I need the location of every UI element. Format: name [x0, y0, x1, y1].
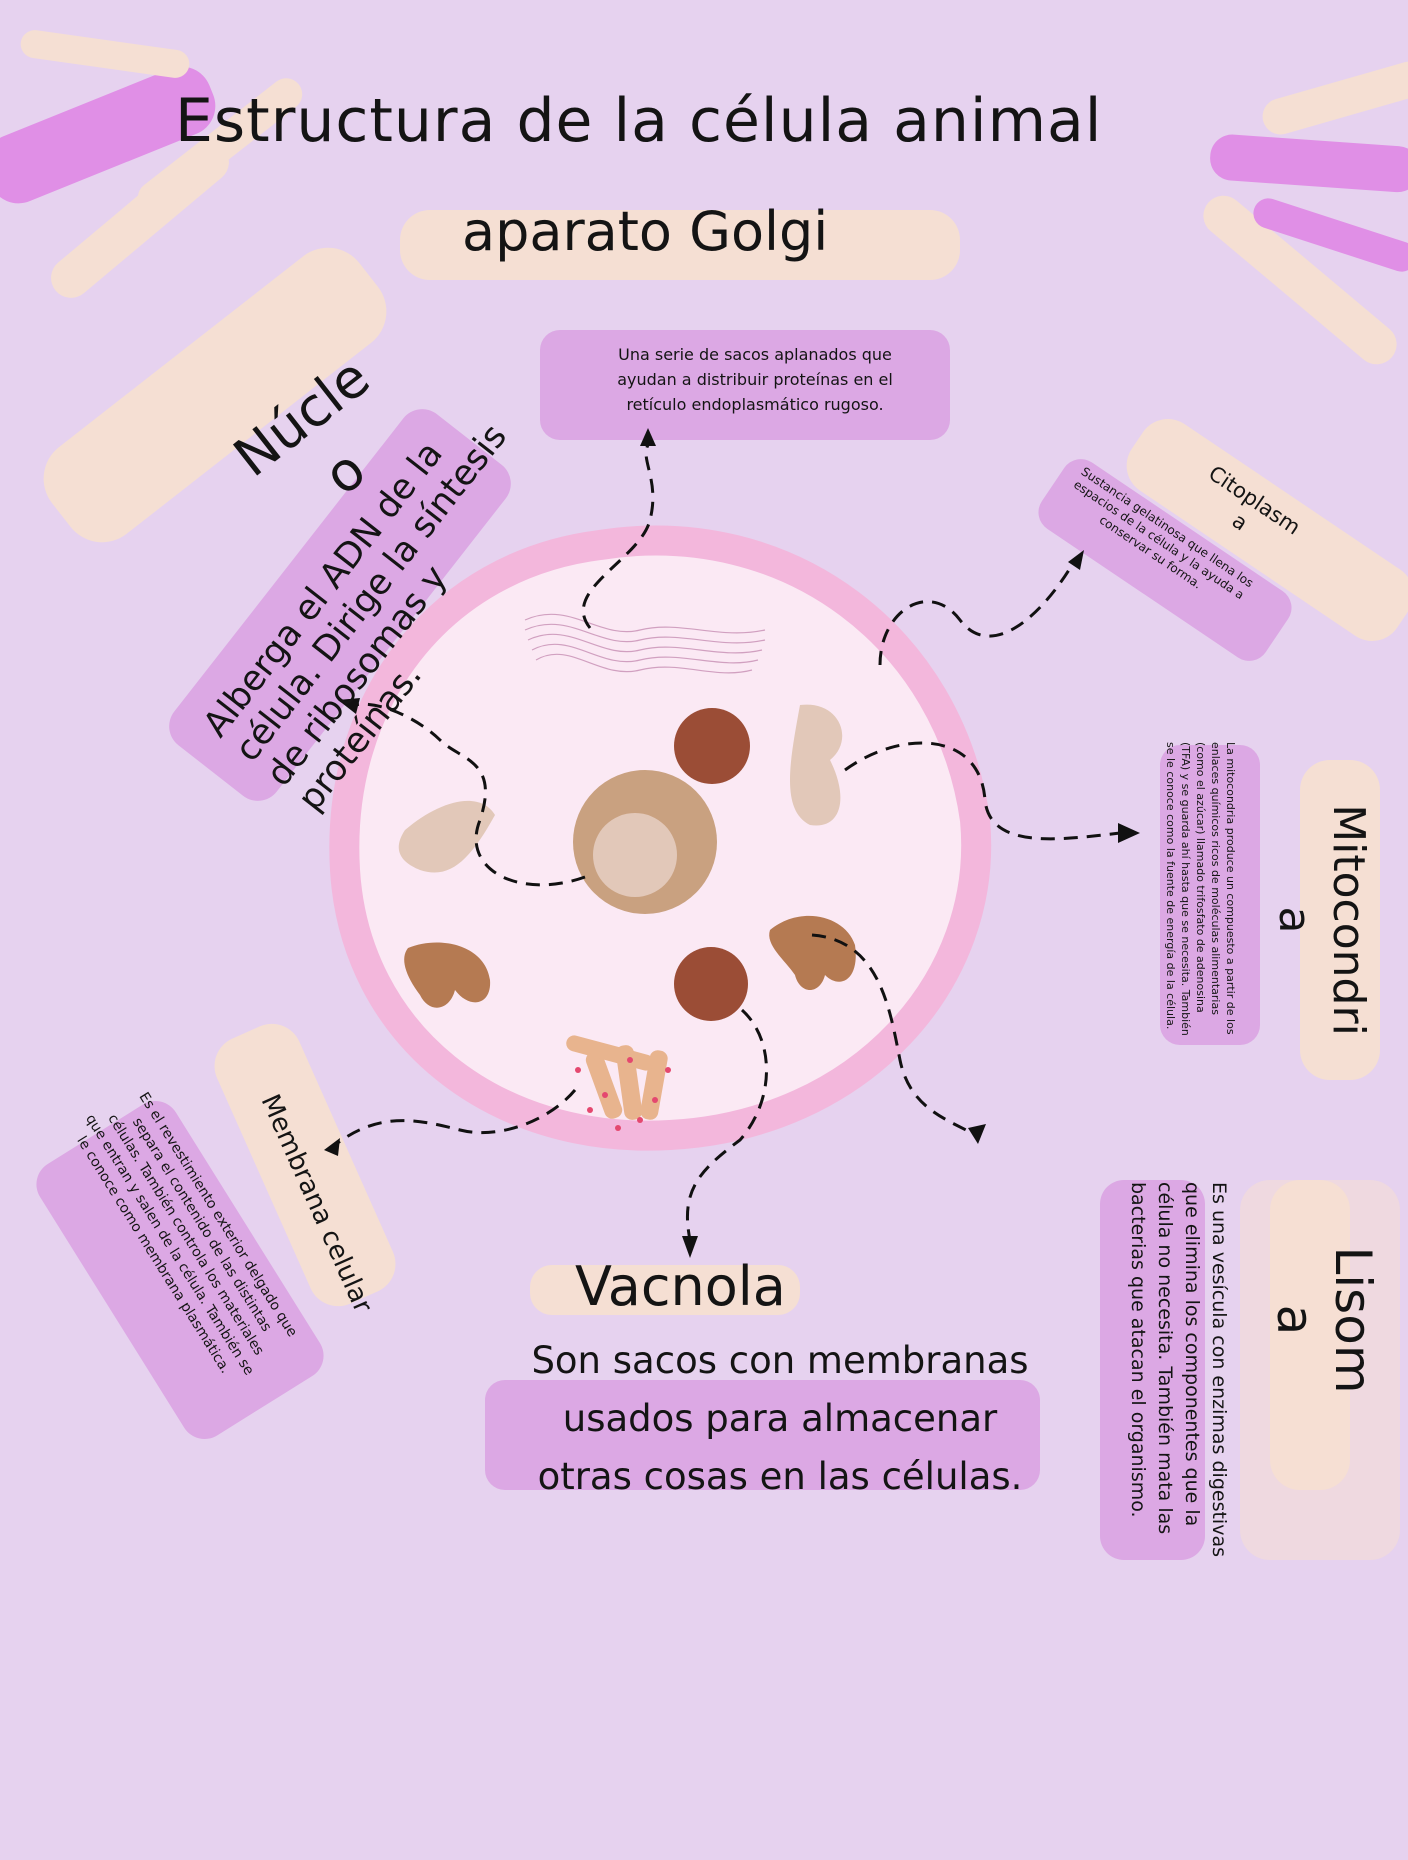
arrow-to-vacuola: [685, 1008, 768, 1241]
arrow-head: [324, 1138, 340, 1156]
arrow-to-mitocondria: [844, 741, 1121, 841]
membrana-desc-backdrop: [36, 1100, 324, 1440]
nucleo-title-backdrop: [43, 247, 387, 543]
golgi-apparatus: [524, 613, 766, 674]
pink-brush-stroke: [1253, 198, 1408, 272]
arrow-to-nucleo: [354, 702, 586, 887]
vacuola-description: Son sacos con membranas usados para alma…: [531, 1339, 1029, 1498]
mitochondrion-brown: [404, 942, 491, 1008]
mitocondria-desc-backdrop: [1160, 745, 1260, 1045]
lysosome-organelle: [674, 947, 748, 1021]
pink-brush-stroke: [0, 66, 216, 204]
peach-brush-stroke: [1262, 61, 1408, 135]
vacuola-title-backdrop: [530, 1265, 800, 1315]
mitochondrion-light: [398, 800, 495, 873]
arrow-to-membrana: [334, 1089, 577, 1147]
mitocondria-description: La mitocondria produce un compuesto a pa…: [1164, 742, 1237, 1036]
lisosoma-description: Es una vesícula con enzimas digestivas q…: [1127, 1182, 1230, 1557]
membrana-title-backdrop: [214, 1023, 396, 1307]
arrow-heads: [324, 428, 1140, 1258]
mitochondrion-light: [790, 704, 843, 826]
peach-brush-stroke: [137, 78, 303, 214]
mitochondrion-brown: [769, 915, 856, 990]
lisosoma-title: Lisom a: [1266, 1246, 1382, 1394]
ribosome-dark: [674, 708, 750, 784]
vacuola-title: Vacnola: [575, 1255, 786, 1318]
nucleolus: [593, 813, 677, 897]
arrow-to-citoplasma: [878, 559, 1077, 666]
arrow-head: [682, 1236, 698, 1258]
arrow-head: [640, 428, 656, 446]
vacuola-desc-backdrop: [485, 1380, 1040, 1490]
page-title: Estructura de la célula animal: [175, 86, 1103, 156]
arrow-to-golgi: [581, 444, 655, 629]
citoplasma-title-backdrop: [1126, 419, 1408, 641]
golgi-title-backdrop: [400, 210, 960, 280]
pink-brush-stroke: [1210, 134, 1408, 193]
arrow-head: [1118, 823, 1140, 843]
connector-arrows: [334, 444, 1121, 1241]
nucleo-desc-backdrop: [169, 409, 511, 801]
arrow-head: [968, 1124, 986, 1144]
arrow-head: [1068, 550, 1084, 570]
golgi-description: Una serie de sacos aplanados que ayudan …: [617, 345, 893, 414]
vacuole-organelle: [566, 1035, 671, 1131]
golgi-title: aparato Golgi: [462, 200, 829, 263]
lisosoma-desc-backdrop-peach: [1240, 1180, 1400, 1560]
peach-brush-stroke: [1203, 195, 1397, 365]
arrow-head: [338, 698, 360, 714]
peach-brush-stroke: [20, 30, 190, 78]
arrow-to-lisosoma: [811, 933, 976, 1137]
mitocondria-title: Mitocondri a: [1269, 804, 1374, 1036]
citoplasma-desc-backdrop: [1038, 459, 1292, 661]
cell-membrane: [329, 525, 992, 1151]
lisosoma-desc-backdrop: [1100, 1180, 1205, 1560]
golgi-desc-backdrop: [540, 330, 950, 440]
mitocondria-title-backdrop: [1300, 760, 1380, 1080]
brush-strokes: [0, 30, 1408, 1560]
